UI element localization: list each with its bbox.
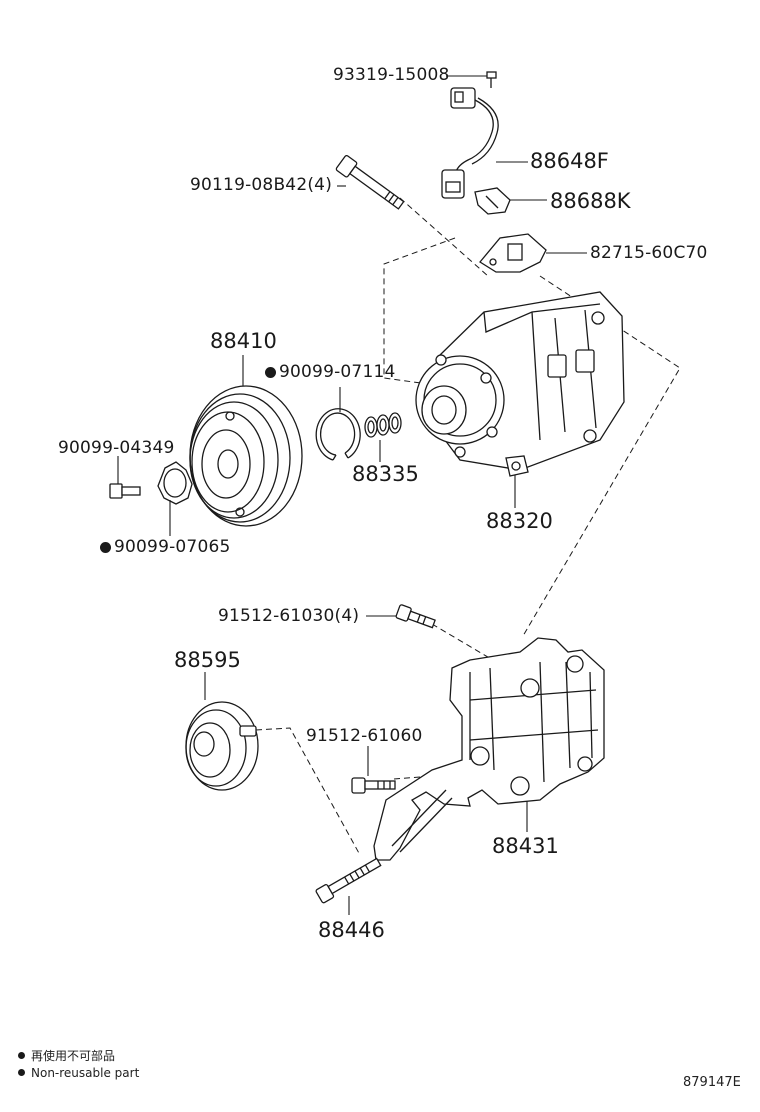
part-number-text: 90099-07065 [114,537,231,557]
legend-en-text: Non-reusable part [31,1066,140,1080]
non-reusable-dot-icon [265,367,276,378]
part-label-82715-60c70[interactable]: 82715-60C70 [590,243,708,263]
figure-code: 879147E [683,1075,741,1090]
part-label-90099-04349[interactable]: 90099-04349 [58,438,175,458]
part-label-88648f[interactable]: 88648F [530,149,609,173]
compressor-bracket-icon [373,637,605,861]
part-label-91512-61060[interactable]: 91512-61060 [306,726,423,746]
part-label-88410[interactable]: 88410 [210,329,277,353]
idler-pulley-icon [185,701,259,791]
legend-english: Non-reusable part [18,1066,139,1080]
legend-dot-icon [18,1052,25,1059]
part-label-93319-15008[interactable]: 93319-15008 [333,65,450,85]
part-label-88335[interactable]: 88335 [352,462,419,486]
part-label-88320[interactable]: 88320 [486,509,553,533]
snap-ring-icon [315,408,361,461]
part-label-88446[interactable]: 88446 [318,918,385,942]
legend-dot-icon [18,1069,25,1076]
shims-icon [364,412,402,438]
leader-lines [117,75,587,915]
legend-jp-text: 再使用不可部品 [31,1049,116,1063]
mount-bolt-icon [395,604,436,629]
wire-harness-icon [441,87,499,199]
part-label-88688k[interactable]: 88688K [550,189,631,213]
bracket-icon [479,233,547,273]
bracket-bolt-icon [351,777,396,794]
part-label-88595[interactable]: 88595 [174,648,241,672]
part-label-90119-08b42[interactable]: 90119-08B42(4) [190,175,333,195]
part-label-91512-61030[interactable]: 91512-61030(4) [218,606,360,626]
legend-japanese: 再使用不可部品 [18,1047,115,1064]
clutch-pulley-icon [189,385,303,527]
part-label-90099-07065[interactable]: 90099-07065 [100,537,231,557]
compressor-icon [415,291,625,477]
short-bolt-icon [109,483,141,499]
long-bolt-icon [335,155,405,210]
part-label-88431[interactable]: 88431 [492,834,559,858]
part-label-90099-07114[interactable]: 90099-07114 [265,362,396,382]
non-reusable-dot-icon [100,542,111,553]
adjust-bolt-icon [315,857,382,904]
screw-small-icon [486,71,497,88]
clip-icon [474,187,511,215]
part-number-text: 90099-07114 [279,362,396,382]
lock-washer-icon [157,461,193,505]
